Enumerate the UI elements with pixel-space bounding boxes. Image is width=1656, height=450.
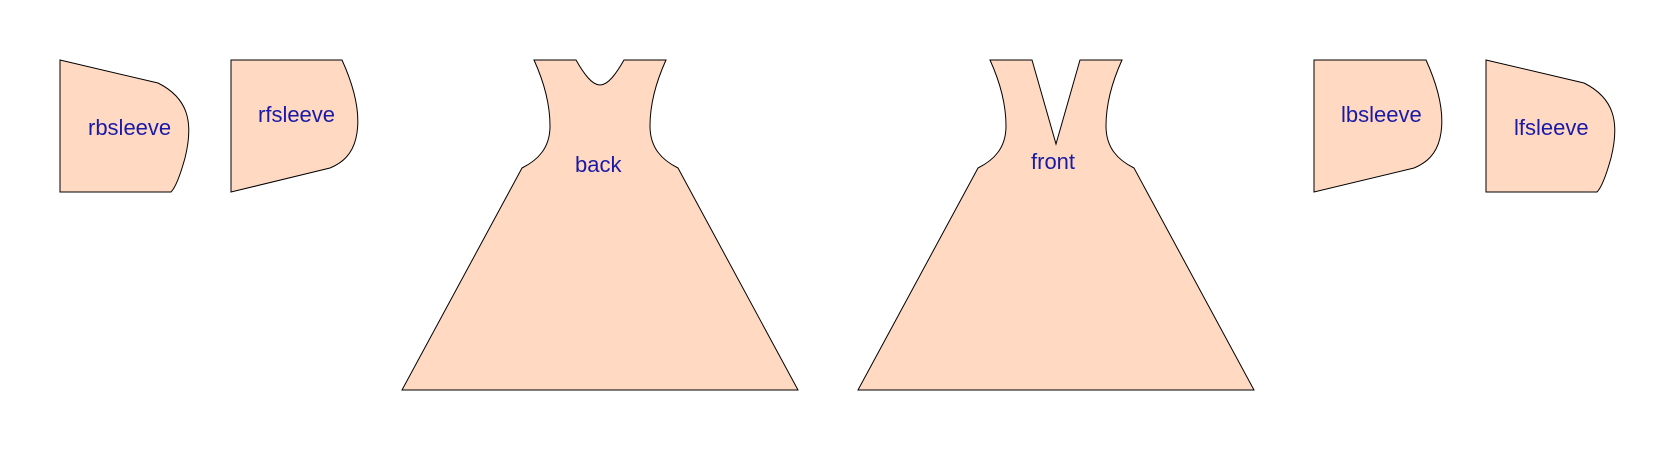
lfsleeve-shape (1485, 59, 1616, 193)
lfsleeve-label: lfsleeve (1514, 115, 1589, 140)
front-shape (857, 59, 1255, 391)
piece-lbsleeve: lbsleeve (1313, 59, 1443, 193)
lbsleeve-shape (1313, 59, 1443, 193)
rbsleeve-shape (59, 59, 190, 193)
rfsleeve-label: rfsleeve (258, 102, 335, 127)
front-label: front (1031, 149, 1075, 174)
piece-rfsleeve: rfsleeve (230, 59, 359, 193)
piece-back: back (401, 59, 799, 391)
rfsleeve-shape (230, 59, 359, 193)
piece-front: front (857, 59, 1255, 391)
piece-lfsleeve: lfsleeve (1485, 59, 1616, 193)
lbsleeve-label: lbsleeve (1341, 102, 1422, 127)
piece-rbsleeve: rbsleeve (59, 59, 190, 193)
rbsleeve-label: rbsleeve (88, 115, 171, 140)
back-label: back (575, 152, 622, 177)
back-shape (401, 59, 799, 391)
